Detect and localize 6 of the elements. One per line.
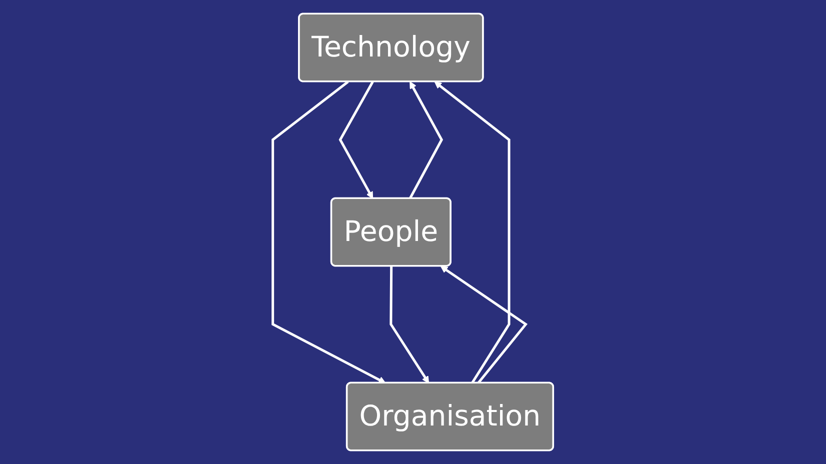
arrow	[390, 266, 430, 384]
arrow	[434, 81, 510, 384]
arrow	[338, 81, 374, 199]
arrow	[408, 81, 444, 200]
arrow	[440, 266, 528, 384]
arrow	[272, 80, 386, 384]
